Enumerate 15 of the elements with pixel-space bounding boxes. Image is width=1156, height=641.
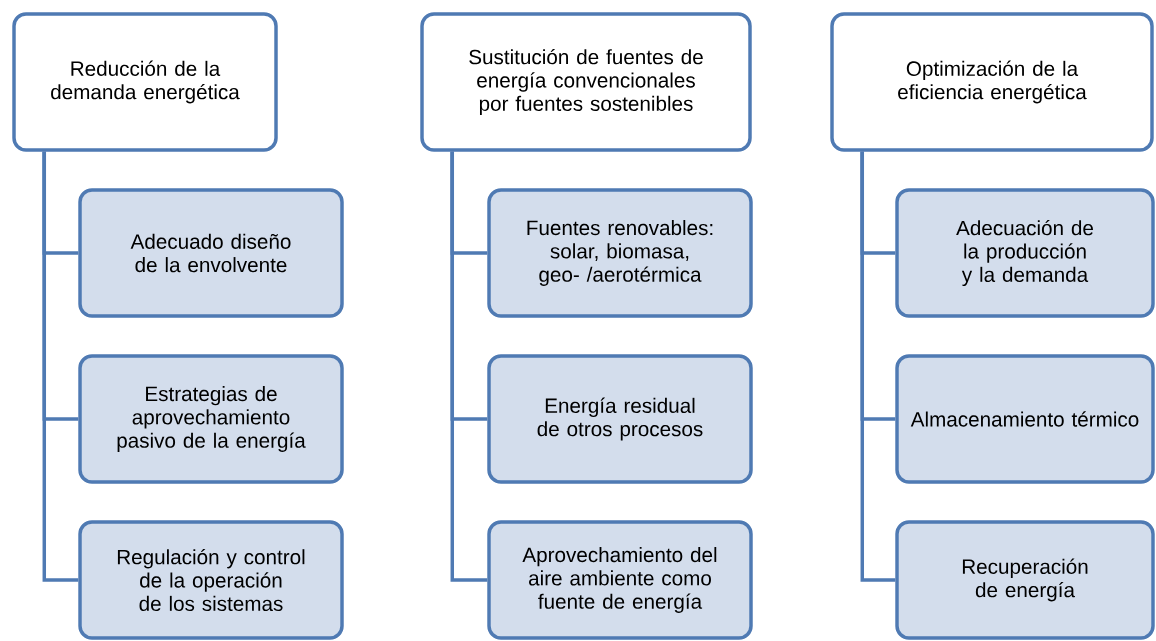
- item-box: Regulación y control de la operación de los sistemas: [78, 520, 344, 640]
- connector-line: [450, 151, 488, 582]
- item-box: Almacenamiento térmico: [895, 354, 1155, 484]
- item-box: Adecuación de la producción y la demanda: [895, 188, 1155, 318]
- item-box: Adecuado diseño de la envolvente: [78, 188, 344, 318]
- item-box: Energía residual de otros procesos: [487, 354, 753, 484]
- heading-box: Reducción de la demanda energética: [12, 12, 278, 152]
- connector-line: [860, 151, 896, 582]
- item-box: Fuentes renovables: solar, biomasa, geo- /aerotérmica: [487, 188, 753, 318]
- item-box: Estrategias de aprovechamiento pasivo de la energía: [78, 354, 344, 484]
- heading-box: Optimización de la eficiencia energética: [830, 12, 1154, 152]
- item-box: Recuperación de energía: [895, 520, 1155, 640]
- connector-line: [42, 151, 79, 582]
- heading-box: Sustitución de fuentes de energía convencionales por fuentes sostenibles: [420, 12, 752, 152]
- item-box: Aprovechamiento del aire ambiente como fuente de energía: [487, 520, 753, 640]
